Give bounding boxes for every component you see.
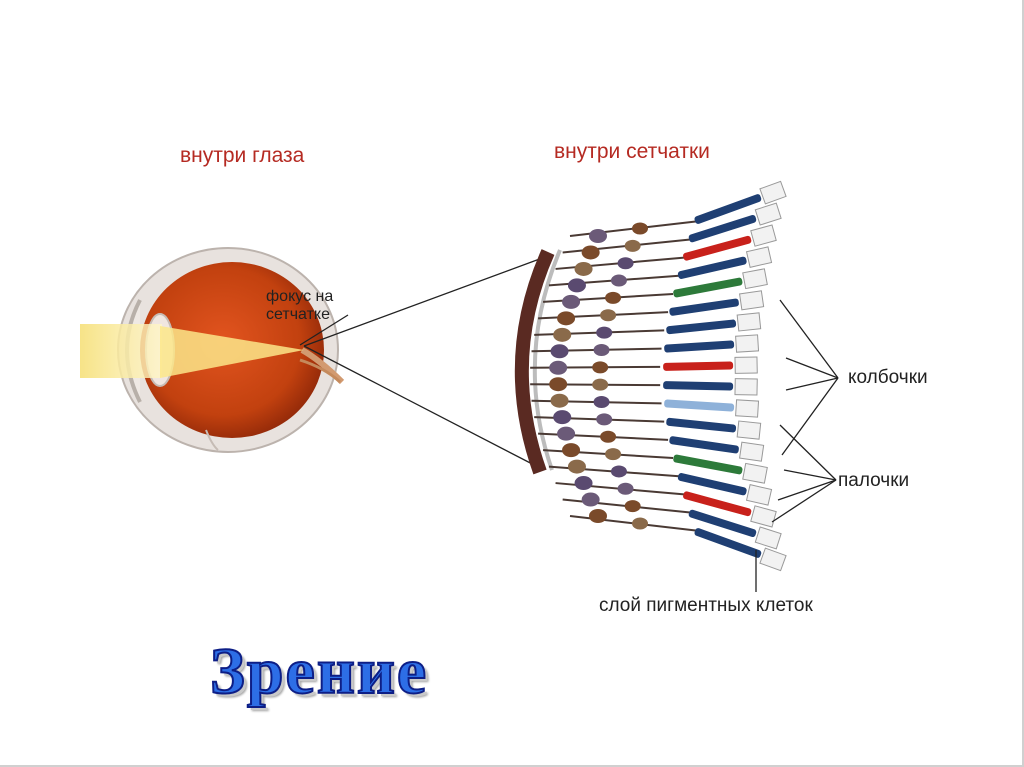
- pigment-cell: [736, 335, 759, 352]
- cone-cell: [673, 454, 743, 475]
- ganglion-cell: [562, 443, 580, 457]
- bipolar-cell: [625, 240, 641, 252]
- ganglion-cell: [557, 427, 575, 441]
- pointer-lines: [756, 300, 838, 592]
- ganglion-cell: [557, 311, 575, 325]
- bipolar-cell: [611, 275, 627, 287]
- focus-label-line2: сетчатке: [266, 306, 333, 324]
- ganglion-cell: [582, 493, 600, 507]
- heading-inside-retina: внутри сетчатки: [554, 141, 710, 162]
- page-title: Зрение: [210, 634, 428, 710]
- bipolar-cell: [605, 292, 621, 304]
- pigment-cell: [743, 463, 768, 483]
- cone-cell: [664, 399, 734, 411]
- pigment-cell: [760, 548, 786, 571]
- pigment-cell: [736, 400, 759, 417]
- bipolar-cell: [594, 396, 610, 408]
- pigment-cell: [735, 357, 757, 373]
- pigment-cell: [735, 379, 757, 395]
- ganglion-cell: [568, 460, 586, 474]
- eye-cross-section-icon: [80, 248, 342, 452]
- bipolar-cell: [594, 344, 610, 356]
- cone-cell: [673, 277, 743, 298]
- bipolar-cell: [618, 257, 634, 269]
- cone-cell: [663, 361, 733, 370]
- ganglion-cell: [551, 344, 569, 358]
- pigment-cell: [737, 421, 761, 439]
- bipolar-cell: [600, 309, 616, 321]
- ganglion-cell: [575, 476, 593, 490]
- pigment-cell: [743, 269, 768, 289]
- bipolar-cell: [600, 431, 616, 443]
- ganglion-cell: [568, 278, 586, 292]
- pigment-cell: [747, 247, 772, 268]
- pigment-cell: [755, 527, 781, 549]
- focus-label: фокус на сетчатке: [266, 288, 333, 324]
- rod-cell: [664, 340, 734, 352]
- bipolar-cell: [632, 518, 648, 530]
- ganglion-cell: [551, 394, 569, 408]
- pigment-cell: [755, 203, 781, 225]
- bipolar-cell: [605, 448, 621, 460]
- ganglion-cell: [582, 245, 600, 259]
- bipolar-cell: [592, 379, 608, 391]
- bipolar-cell: [618, 483, 634, 495]
- bipolar-cell: [596, 413, 612, 425]
- ganglion-cell: [562, 295, 580, 309]
- pigment-layer-label: слой пигментных клеток: [599, 596, 813, 615]
- bipolar-cell: [596, 327, 612, 339]
- pigment-cell: [740, 291, 764, 310]
- bipolar-cell: [632, 223, 648, 235]
- light-beam: [80, 324, 162, 378]
- pigment-cell: [737, 313, 761, 331]
- bipolar-cell: [611, 465, 627, 477]
- ganglion-cell: [589, 229, 607, 243]
- focus-label-line1: фокус на: [266, 288, 333, 306]
- ganglion-cell: [575, 262, 593, 276]
- rod-cell: [669, 298, 739, 316]
- rod-cell: [669, 436, 739, 454]
- pigment-cell: [747, 485, 772, 506]
- rod-cell: [666, 319, 736, 334]
- pigment-cell: [760, 181, 786, 204]
- ganglion-cell: [553, 410, 571, 424]
- cones-label: колбочки: [848, 368, 928, 387]
- pigment-cell: [751, 506, 776, 527]
- bipolar-cell: [592, 361, 608, 373]
- bipolar-cell: [625, 500, 641, 512]
- ganglion-cell: [549, 361, 567, 375]
- heading-inside-eye: внутри глаза: [180, 145, 304, 166]
- ganglion-cell: [549, 377, 567, 391]
- pigment-cell: [740, 442, 764, 461]
- pigment-cell: [751, 225, 776, 246]
- ganglion-cell: [553, 328, 571, 342]
- rod-cell: [663, 381, 733, 390]
- retina-layers-icon: [522, 181, 786, 570]
- ganglion-cell: [589, 509, 607, 523]
- rods-label: палочки: [838, 471, 909, 490]
- rod-cell: [666, 418, 736, 433]
- magnification-lines: [300, 257, 545, 468]
